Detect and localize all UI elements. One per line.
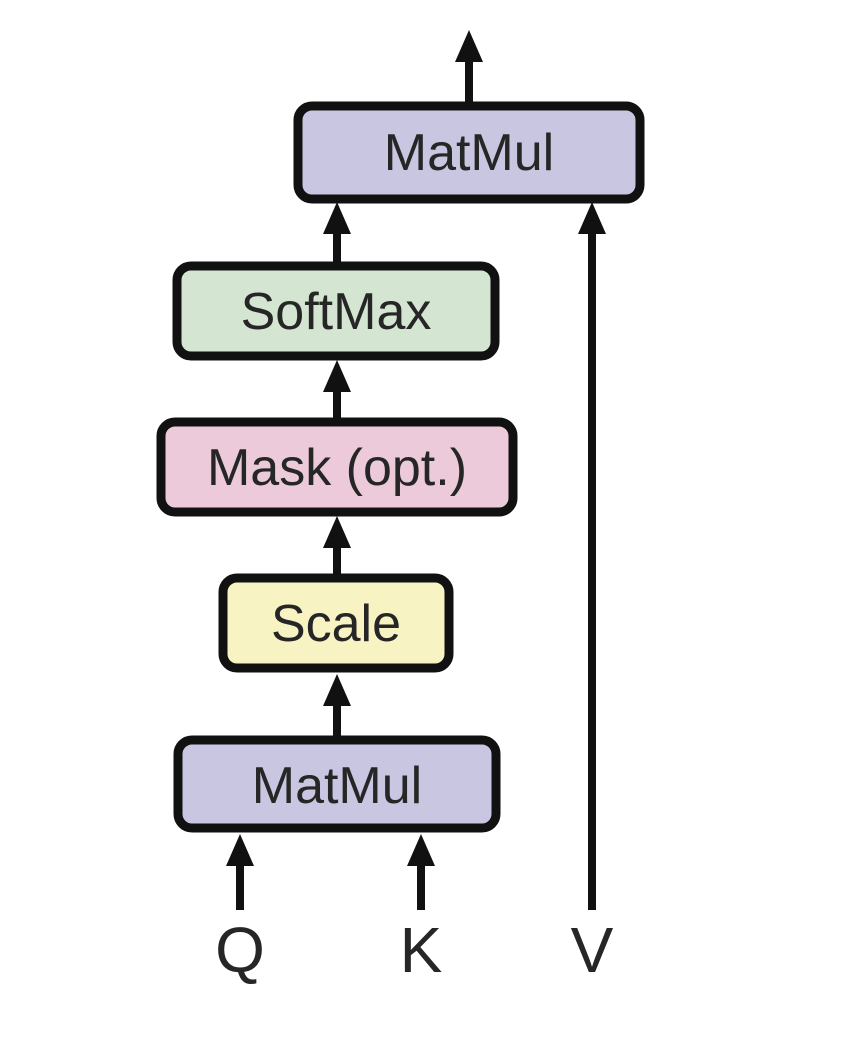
arrow-q-to-matmul-bottom [226, 834, 254, 910]
block-scale-label: Scale [271, 595, 401, 653]
arrow-k-to-matmul-bottom [407, 834, 435, 910]
block-scale: Scale [218, 573, 454, 673]
input-q-label: Q [215, 914, 265, 986]
block-matmul-bottom-box [173, 735, 501, 833]
block-matmul-bottom: MatMul [173, 735, 501, 833]
block-mask-label: Mask (opt.) [207, 439, 467, 497]
block-mask-box [156, 417, 518, 517]
block-matmul-top-label: MatMul [384, 124, 554, 182]
arrow-scale-to-mask [323, 516, 351, 576]
output-arrow [455, 30, 483, 104]
block-matmul-top-box [293, 101, 645, 204]
arrow-softmax-to-matmul-top [323, 202, 351, 264]
block-mask: Mask (opt.) [156, 417, 518, 517]
input-v-label: V [571, 914, 614, 986]
block-matmul-bottom-label: MatMul [252, 757, 422, 815]
block-matmul-top: MatMul [293, 101, 645, 204]
arrow-v-to-matmul-top [578, 202, 606, 910]
block-softmax: SoftMax [172, 261, 500, 361]
input-labels: Q K V [215, 914, 614, 986]
block-scale-box [218, 573, 454, 673]
block-softmax-label: SoftMax [241, 283, 432, 341]
arrow-mask-to-softmax [323, 360, 351, 420]
input-k-label: K [400, 914, 443, 986]
block-softmax-box [172, 261, 500, 361]
arrow-matmul-bottom-to-scale [323, 674, 351, 738]
arrows [226, 30, 606, 910]
